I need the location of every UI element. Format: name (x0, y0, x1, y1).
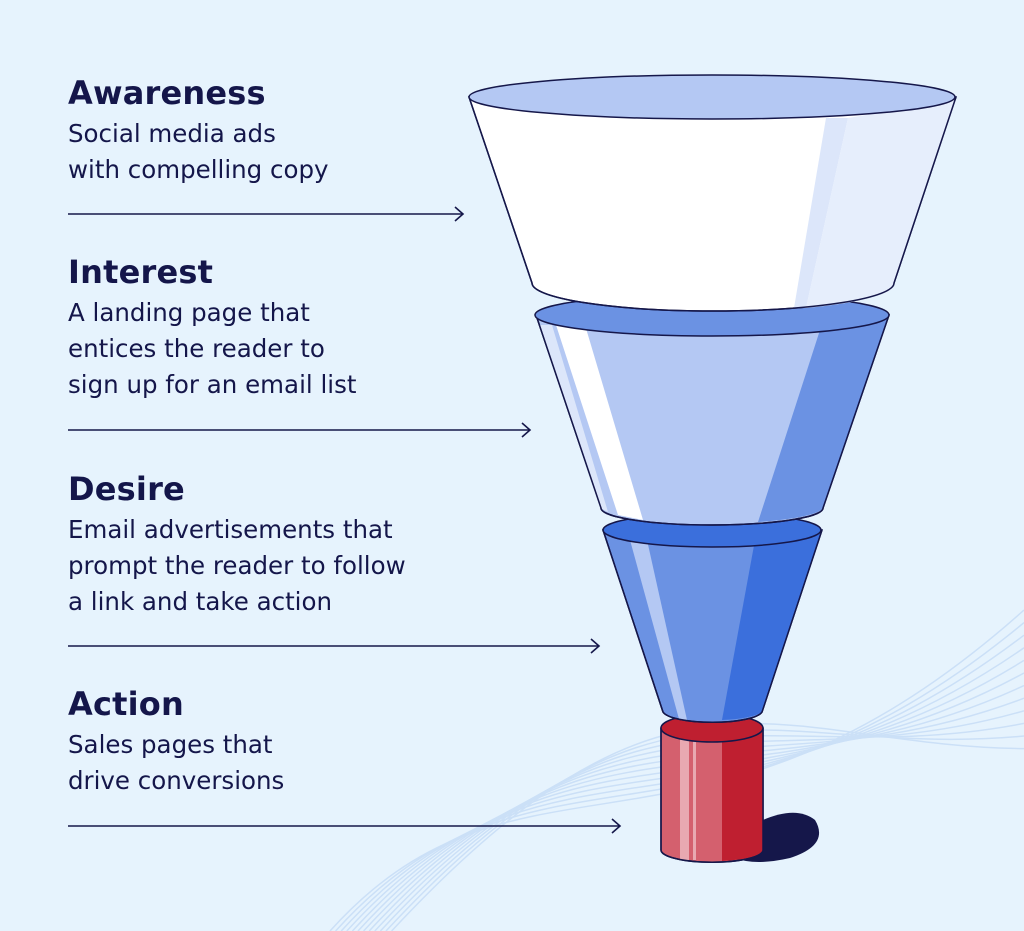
arrow-desire (68, 638, 601, 654)
awareness-rim (468, 74, 956, 120)
action-highlight (680, 738, 689, 860)
awareness-shade (806, 100, 956, 308)
funnel-awareness-segment (467, 74, 958, 312)
stage-interest: Interest A landing page that entices the… (68, 253, 488, 403)
stage-title: Action (68, 685, 184, 723)
interest-highlight (556, 325, 643, 520)
stage-desire: Desire Email advertisements that prompt … (68, 470, 488, 620)
wave-line (340, 634, 1024, 931)
stage-arrows (68, 206, 622, 834)
stage-description: Sales pages that drive conversions (68, 730, 285, 795)
stage-title: Interest (68, 253, 214, 291)
wave-line (329, 609, 1024, 931)
wave-line (346, 647, 1024, 931)
funnel-desire-segment (601, 512, 824, 724)
action-outline (660, 728, 764, 863)
action-highlight-thin (693, 738, 696, 860)
stage-action: Action Sales pages that drive conversion… (68, 685, 488, 799)
stage-description: Email advertisements that prompt the rea… (68, 515, 406, 616)
desire-shade (722, 530, 822, 720)
arrow-awareness (68, 206, 465, 222)
stage-awareness: Awareness Social media ads with compelli… (68, 74, 488, 188)
stage-description: A landing page that entices the reader t… (68, 298, 357, 399)
awareness-highlight (794, 118, 848, 308)
stage-title: Awareness (68, 74, 266, 112)
arrow-interest (68, 422, 532, 438)
funnel-interest-segment (534, 293, 891, 526)
stage-description: Social media ads with compelling copy (68, 119, 329, 184)
desire-outline (602, 529, 823, 724)
interest-shade (758, 315, 889, 522)
desire-highlight (630, 540, 687, 720)
awareness-outline (468, 96, 957, 312)
action-shade (722, 728, 763, 861)
interest-outline (535, 314, 890, 526)
interest-highlight-left (540, 325, 608, 512)
funnel-action-segment (660, 713, 764, 863)
wave-line (335, 622, 1024, 931)
arrow-action (68, 818, 622, 834)
stage-title: Desire (68, 470, 185, 508)
